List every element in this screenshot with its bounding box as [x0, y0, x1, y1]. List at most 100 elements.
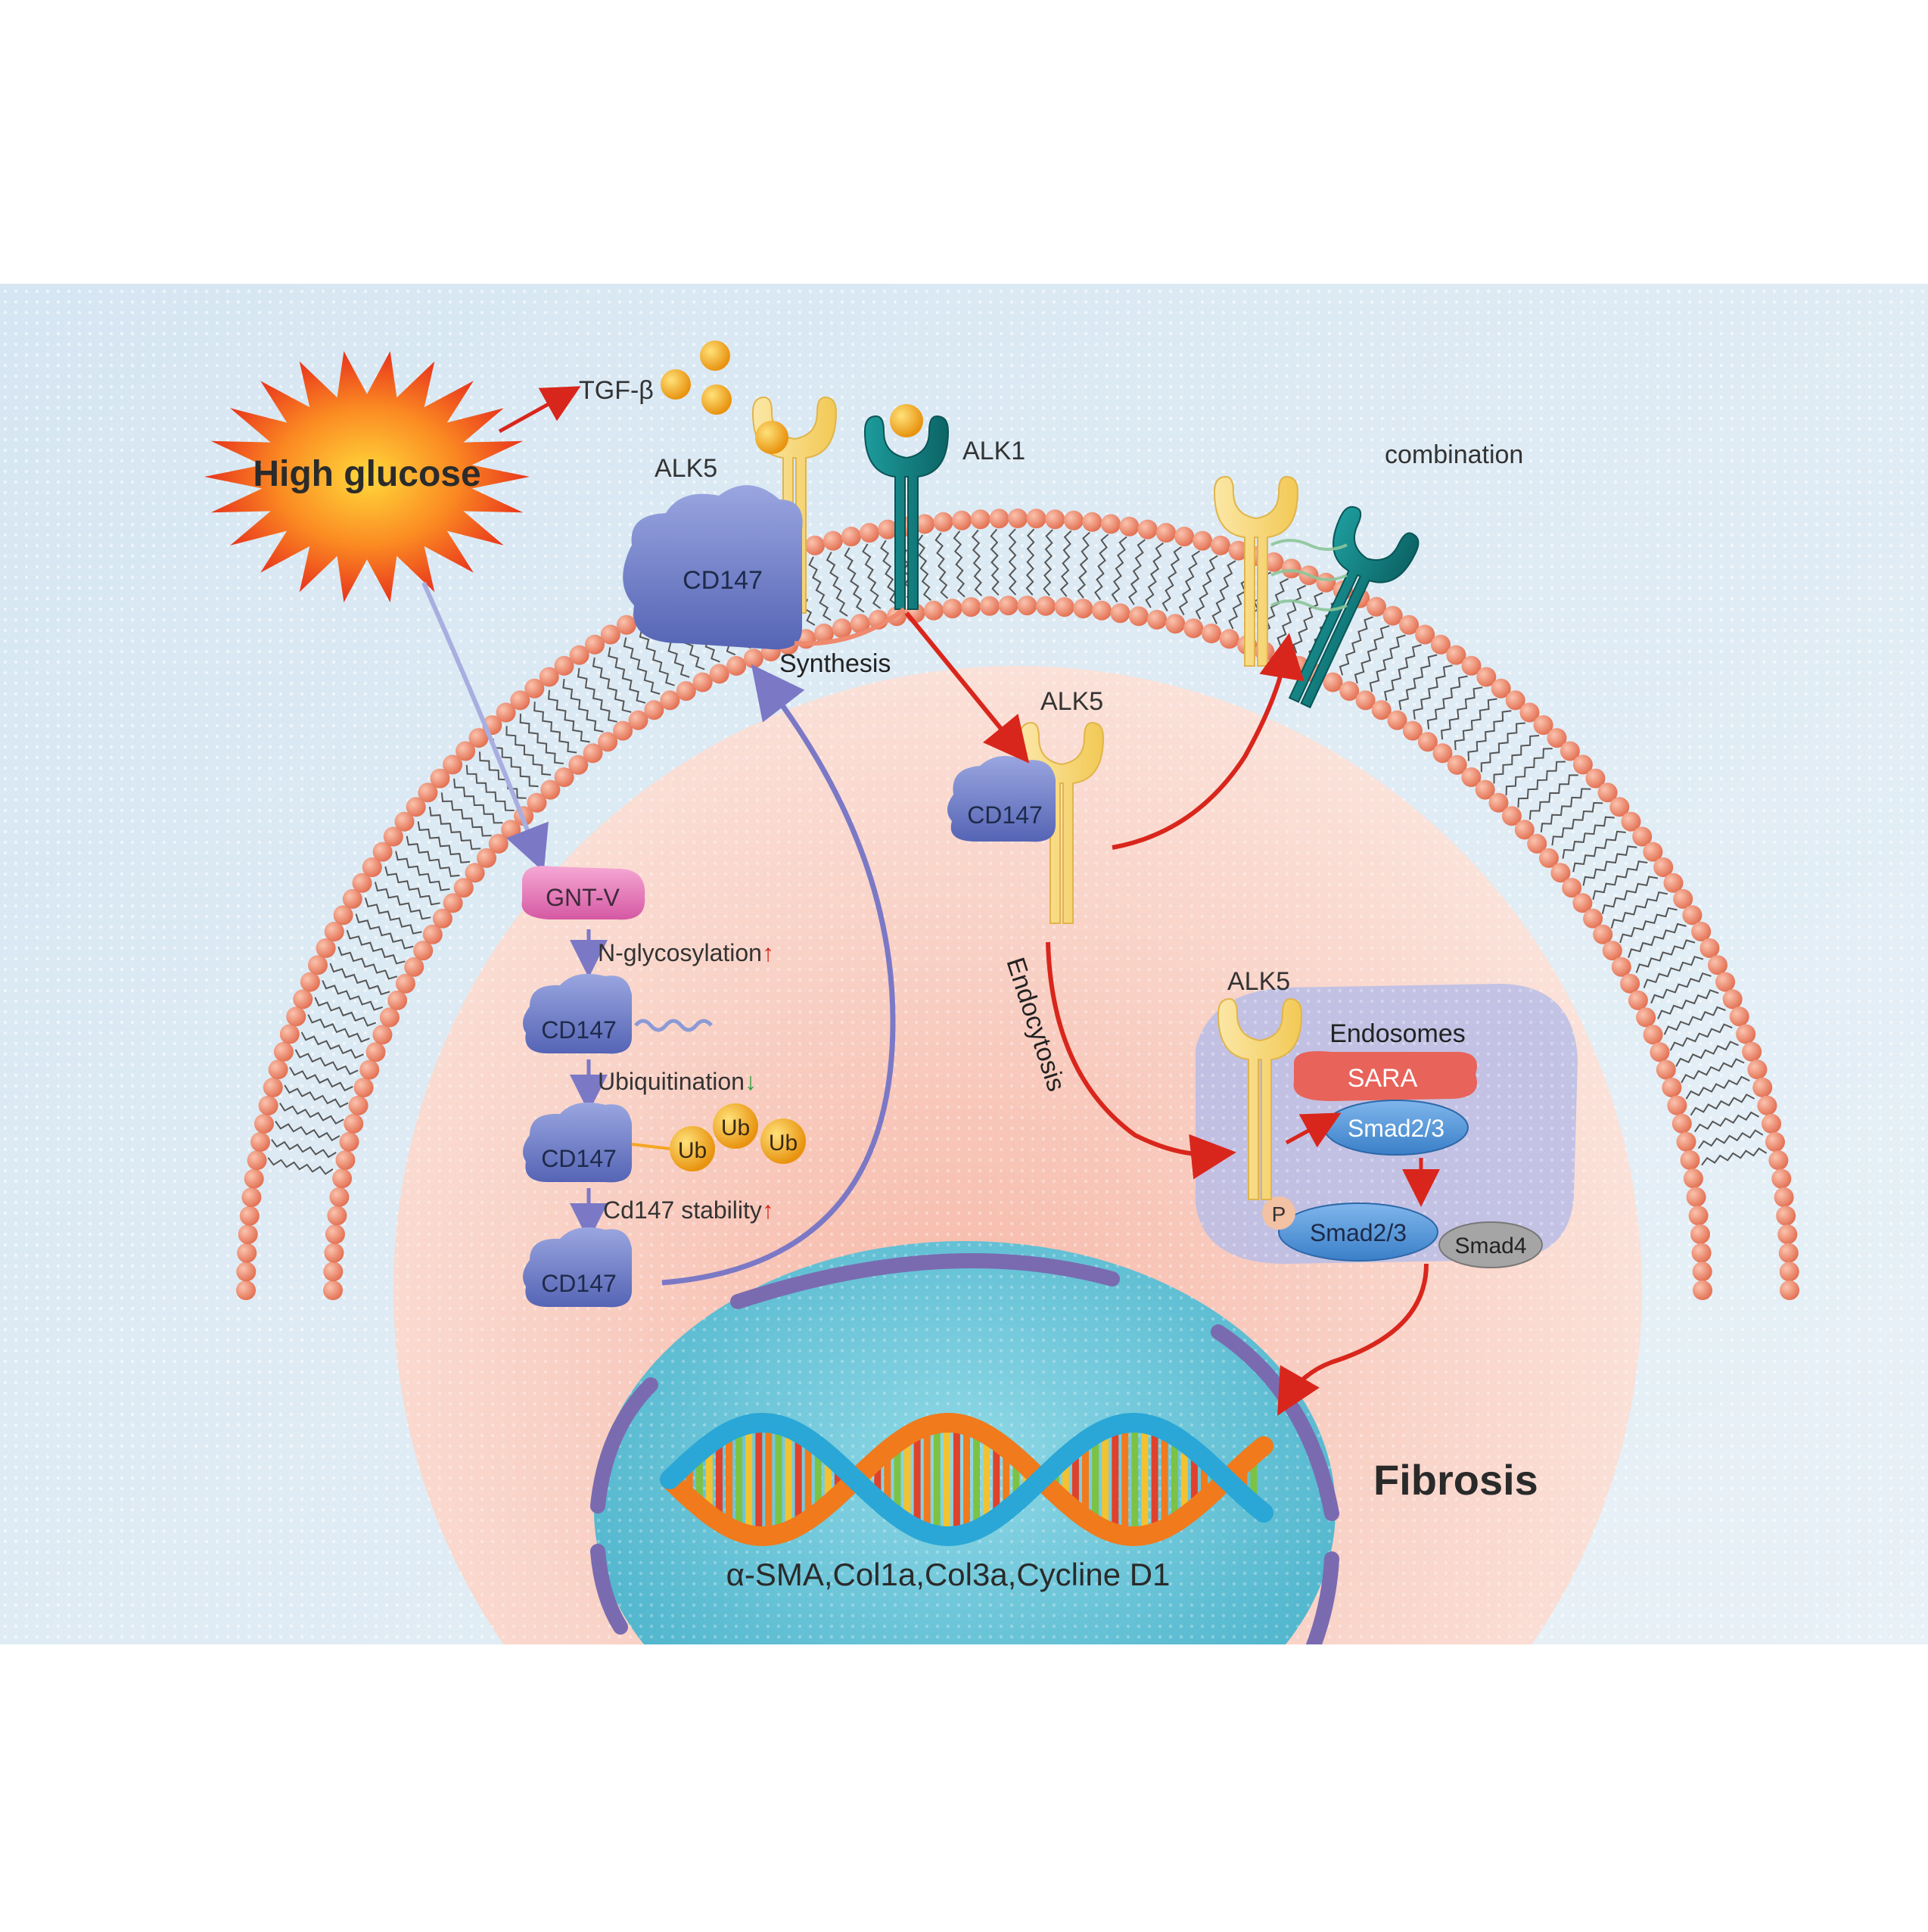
lipid-head	[1461, 767, 1482, 787]
lipid-head	[1691, 922, 1712, 941]
lipid-head	[324, 1243, 344, 1263]
tgf-ball-3	[701, 384, 732, 415]
lipid-head	[406, 797, 426, 817]
lipid-head	[1656, 1059, 1676, 1080]
lipid-head	[379, 1007, 400, 1028]
lipid-head	[1382, 605, 1403, 626]
smad23-upper-label: Smad2/3	[1348, 1115, 1444, 1142]
lipid-head	[1729, 1006, 1749, 1027]
combination-alk5-shape	[1213, 475, 1299, 667]
stability-up-indicator: ↑	[762, 1196, 774, 1224]
lipid-head	[814, 624, 834, 643]
lipid-head	[676, 681, 696, 702]
combination-links	[1270, 539, 1348, 611]
lipid-head	[465, 863, 485, 883]
lipid-head	[1653, 857, 1674, 877]
lipid-head	[468, 728, 489, 748]
tgf-ball-2	[661, 369, 691, 400]
lipid-head	[1323, 672, 1343, 692]
lipid-head	[327, 1206, 347, 1226]
lipid-head	[1417, 732, 1438, 752]
lipid-head	[583, 743, 603, 764]
lipid-head	[1202, 624, 1221, 643]
high-glucose-label: High glucose	[253, 454, 480, 494]
lipid-head	[1119, 516, 1140, 537]
lipid-head	[1432, 743, 1453, 764]
lipid-head	[878, 519, 898, 540]
lipid-head	[1514, 820, 1535, 840]
lipid-tails	[267, 528, 1768, 1175]
lipid-head	[413, 941, 434, 961]
cd147-ub-shape	[523, 1102, 632, 1183]
lipid-head	[329, 1187, 350, 1207]
lipid-head	[279, 1024, 300, 1044]
lipid-head	[254, 1113, 274, 1134]
lipid-head	[942, 599, 962, 619]
lipid-head	[1621, 811, 1641, 832]
lipid-head	[1778, 1243, 1799, 1263]
lipid-head	[1316, 572, 1336, 593]
lipid-head	[323, 1262, 344, 1282]
lipid-head	[524, 678, 545, 698]
lipid-head	[1082, 512, 1102, 532]
ub-label-1: Ub	[678, 1138, 707, 1163]
lipid-head	[709, 664, 729, 684]
lipid-head	[300, 972, 320, 992]
lipid-head	[1650, 1042, 1670, 1062]
lipid-head	[286, 1006, 306, 1027]
lipid-head	[1402, 720, 1423, 741]
lipid-head	[1228, 540, 1249, 561]
lipid-head	[1611, 957, 1631, 977]
lipid-head	[353, 1078, 374, 1098]
lipid-head	[1371, 700, 1392, 720]
lipid-head	[404, 957, 424, 977]
burst-shape	[204, 351, 530, 602]
lipid-head	[1063, 510, 1084, 530]
lipid-head	[395, 973, 415, 994]
ubiquitination-label: Ubiquitination↓	[598, 1068, 757, 1095]
lipid-head	[1602, 941, 1622, 961]
tgf-beta-label: TGF-β	[579, 376, 654, 405]
cd147-glyco-label: CD147	[541, 1016, 617, 1044]
lipid-head	[613, 720, 633, 741]
lipid-head	[569, 645, 589, 665]
cd147-ub-label: CD147	[541, 1145, 617, 1172]
lipid-head	[692, 672, 713, 692]
lipid-head	[453, 878, 474, 898]
lipid-head	[1475, 779, 1495, 800]
lipid-head	[316, 938, 336, 958]
lipid-head	[1527, 833, 1547, 854]
lipid-head	[1688, 1206, 1709, 1226]
lipid-head	[1110, 603, 1130, 624]
lipid-head	[1128, 606, 1149, 627]
lipid-head	[585, 634, 605, 655]
n-glycosylation-up-indicator: ↑	[762, 939, 774, 966]
lipid-head	[372, 1025, 393, 1045]
lipid-head	[268, 1059, 288, 1080]
lipid-head	[616, 614, 636, 635]
ub-ball-1	[670, 1126, 715, 1171]
lipid-head	[1219, 629, 1239, 649]
lipid-head	[348, 1095, 368, 1115]
lipid-head	[924, 600, 944, 621]
cd147-stable-label: CD147	[541, 1270, 617, 1297]
glucose-to-gntv-arrow	[421, 581, 549, 873]
lipid-head	[952, 510, 972, 530]
lipid-head	[1461, 655, 1482, 676]
lipid-head	[1165, 614, 1186, 634]
glycan-chain	[634, 1019, 713, 1032]
lipid-head	[1676, 1131, 1696, 1152]
lipid-head	[1757, 1095, 1777, 1115]
combination-alk1-shape	[1288, 506, 1420, 709]
lipid-head	[339, 1131, 359, 1152]
lipid-head	[244, 1168, 264, 1189]
lipid-head	[1491, 678, 1511, 698]
alk5-internal-label: ALK5	[1040, 687, 1103, 716]
gntv-label: GNT-V	[546, 884, 620, 911]
lipid-head	[1519, 702, 1540, 723]
lipid-head	[359, 1059, 380, 1080]
lipid-head	[979, 596, 1000, 616]
lipid-head	[1501, 806, 1522, 826]
lipid-head	[1722, 989, 1743, 1010]
